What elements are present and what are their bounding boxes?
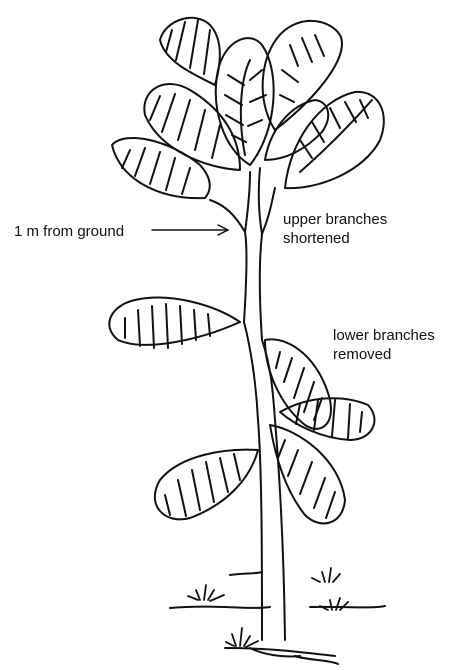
height-marker-label: 1 m from ground xyxy=(14,222,124,241)
upper-branches-line2: shortened xyxy=(283,229,387,248)
arrow xyxy=(152,225,228,235)
lower-branches-line2: removed xyxy=(333,345,435,364)
height-marker-text: 1 m from ground xyxy=(14,222,124,241)
upper-branches-line1: upper branches xyxy=(283,210,387,229)
tree-trunk xyxy=(210,168,285,640)
lower-branches-line1: lower branches xyxy=(333,326,435,345)
lower-branches-label: lower branches removed xyxy=(333,326,435,364)
ground xyxy=(170,572,385,664)
upper-branches-label: upper branches shortened xyxy=(283,210,387,248)
